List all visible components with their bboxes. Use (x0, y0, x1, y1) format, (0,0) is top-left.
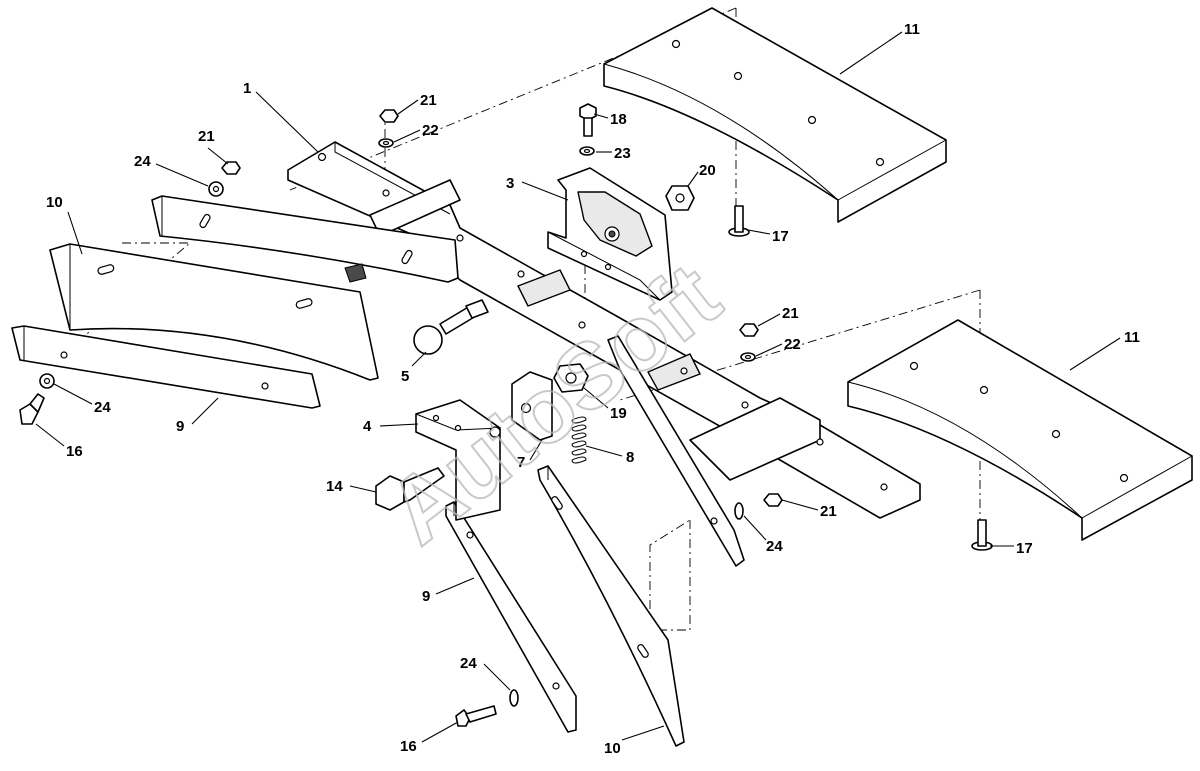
part-24-washer-a (208, 181, 224, 197)
callout-14: 14 (326, 478, 343, 495)
part-22-washer-b (740, 352, 756, 362)
callout-9-lower: 9 (422, 588, 430, 605)
part-7-clip (511, 371, 553, 441)
callout-7: 7 (517, 454, 525, 471)
callout-23: 23 (614, 145, 631, 162)
part-9-left-bar (11, 325, 321, 409)
part-24-washer-b (39, 373, 55, 389)
right-diagonal-bar (607, 335, 745, 567)
part-11-lower-pad (847, 319, 1193, 541)
callout-4: 4 (363, 418, 372, 435)
part-3-bracket (547, 167, 673, 301)
callout-24-c: 24 (766, 538, 783, 555)
leader-lines (35, 31, 1121, 743)
callout-19: 19 (610, 405, 627, 422)
part-21-nut-a (379, 109, 399, 123)
callout-17-upper: 17 (772, 228, 789, 245)
part-21-nut-b (221, 161, 241, 175)
callout-3: 3 (506, 175, 514, 192)
callout-22-b: 22 (784, 336, 801, 353)
callout-18: 18 (610, 111, 627, 128)
callout-16-left: 16 (66, 443, 83, 460)
part-10-lower-plate (537, 465, 685, 747)
callout-16-lower: 16 (400, 738, 417, 755)
part-20-nut (665, 185, 695, 211)
part-17-bolt-lower (971, 519, 993, 551)
callout-1: 1 (243, 80, 251, 97)
callout-20: 20 (699, 162, 716, 179)
part-21-nut-c (739, 323, 759, 337)
callout-labels: 1 3 4 5 7 8 9 9 10 10 11 11 14 16 16 17 … (46, 21, 1140, 757)
part-21-nut-d (763, 493, 783, 507)
part-16-bolt-left (19, 393, 45, 425)
callout-21-a: 21 (420, 92, 437, 109)
part-23-washer (579, 146, 595, 156)
part-22-washer-a (378, 138, 394, 148)
part-10-upper-plate (49, 243, 379, 381)
callout-11-upper: 11 (904, 21, 920, 38)
callout-9-left: 9 (176, 418, 184, 435)
part-8-spring (571, 416, 587, 464)
callout-21-d: 21 (820, 503, 837, 520)
callout-24-b: 24 (94, 399, 111, 416)
callout-5: 5 (401, 368, 409, 385)
part-5-ball-joint (413, 299, 489, 355)
part-19-nut (553, 363, 589, 393)
part-24-washer-c (734, 502, 744, 520)
callout-24-d: 24 (460, 655, 477, 672)
part-24-washer-d (509, 689, 519, 707)
part-1-main-arm (287, 141, 921, 519)
part-18-bolt (579, 103, 597, 137)
callout-17-lower: 17 (1016, 540, 1033, 557)
callout-22-a: 22 (422, 122, 439, 139)
callout-21-b: 21 (198, 128, 215, 145)
part-14-bolt (375, 467, 445, 511)
upper-left-slotted-plate (151, 195, 459, 283)
callout-24-a: 24 (134, 153, 151, 170)
callout-8: 8 (626, 449, 634, 466)
part-9-lower-bar (445, 501, 577, 733)
part-16-bolt-lower (455, 705, 497, 727)
callout-10-lower: 10 (604, 740, 621, 757)
callout-11-lower: 11 (1124, 329, 1140, 346)
part-17-bolt-upper (728, 205, 750, 237)
part-4-hinge-bracket (415, 399, 501, 521)
callout-21-c: 21 (782, 305, 799, 322)
callout-10-upper: 10 (46, 194, 63, 211)
part-11-upper-pad (603, 7, 947, 223)
